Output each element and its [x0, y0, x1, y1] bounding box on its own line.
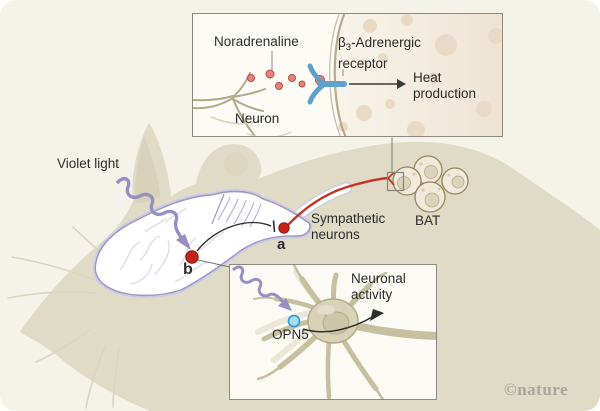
bat-cell-interior [334, 14, 502, 136]
bat-cell [414, 181, 446, 213]
violet-light-wave-icon [231, 265, 292, 311]
heat-production-label: Heat production [413, 70, 477, 101]
beta3-receptor-label: β3-Adrenergic receptor [338, 35, 421, 71]
point-b-label: b [183, 261, 193, 278]
noradrenaline-label: Noradrenaline [214, 34, 299, 49]
neuron-soma [307, 298, 359, 344]
bat-label: BAT [415, 213, 441, 228]
opn5-label: OPN5 [272, 327, 309, 342]
neuronal-activity-arrow [302, 309, 384, 333]
opn5-neuron-art [231, 265, 436, 399]
bat-cell-lipid-spots [338, 14, 502, 136]
point-a-label: a [277, 236, 286, 253]
neuron-label: Neuron [235, 111, 280, 126]
bat-receptor-inset: Noradrenaline β3-Adrenergic receptor Hea… [192, 13, 503, 137]
cell-membrane [329, 14, 347, 136]
bat-receptor-inset-art [193, 14, 502, 136]
label-leader-lines [271, 51, 344, 76]
violet-light-label: Violet light [57, 156, 120, 171]
whiskers [7, 226, 120, 409]
opn5-neuron-inset: OPN5 Neuronal activity [229, 264, 437, 400]
credit-nature: ©nature [504, 380, 569, 399]
beta3-receptor-icon [307, 63, 347, 105]
heat-arrow [349, 79, 406, 89]
neuronal-activity-label: Neuronal activity [351, 271, 406, 302]
back-ear-shade [224, 152, 248, 176]
neuron-terminal [193, 72, 292, 136]
sympathetic-neurons-label: Sympathetic neurons [311, 211, 386, 242]
bat-cell [441, 167, 469, 195]
opn5-photoreceptor-dot [287, 314, 301, 328]
